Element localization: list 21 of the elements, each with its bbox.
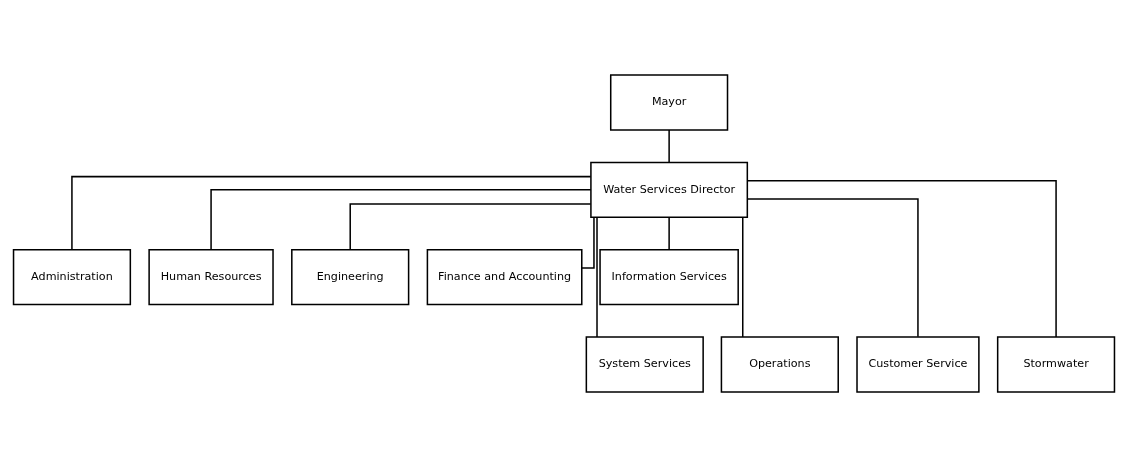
connector — [668, 128, 670, 163]
node-box: Stormwater — [996, 335, 1116, 393]
node-box: Mayor — [609, 73, 729, 131]
connector — [668, 216, 670, 250]
connector — [210, 188, 592, 250]
connector — [581, 216, 595, 269]
connector — [742, 216, 744, 338]
connector — [746, 179, 1057, 338]
connector — [746, 197, 919, 338]
node-box: Engineering — [291, 248, 410, 305]
node-box: Information Services — [599, 248, 739, 305]
node-box: Customer Service — [856, 335, 980, 393]
connector — [349, 202, 592, 250]
connector — [71, 175, 592, 250]
connector — [596, 216, 598, 338]
node-box: Water Services Director — [590, 161, 749, 218]
node-box: System Services — [585, 335, 704, 393]
node-box: Human Resources — [148, 248, 274, 305]
node-box: Administration — [12, 248, 132, 305]
node-box: Finance and Accounting — [426, 248, 583, 305]
node-box: Operations — [720, 335, 839, 393]
